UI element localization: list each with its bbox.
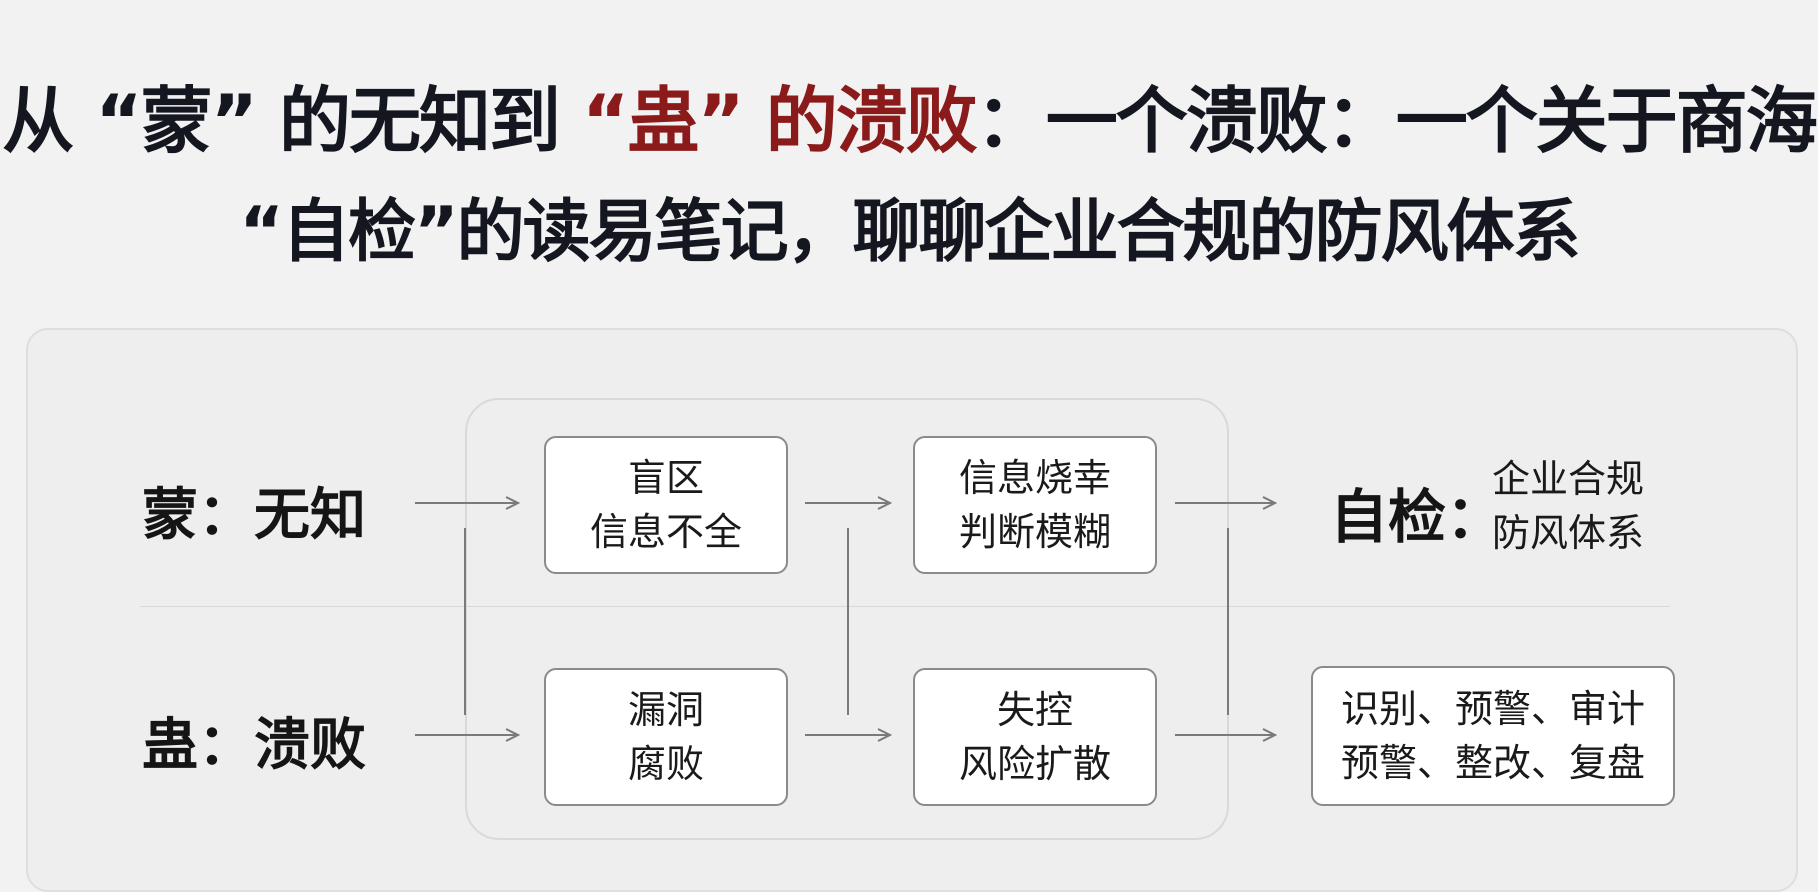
box-out-of-control: 失控 风险扩散	[913, 668, 1157, 806]
row-divider	[140, 606, 1670, 607]
box-line: 风险扩散	[958, 742, 1111, 786]
box-line: 失控	[996, 688, 1073, 732]
self-check-line: 防风体系	[1492, 511, 1645, 555]
title-highlight: “蛊” 的溃败	[582, 79, 978, 163]
box-line: 腐败	[627, 742, 704, 786]
title-part-3: ：一个溃败：一个关于商海	[975, 79, 1818, 163]
box-line: 漏洞	[627, 688, 704, 732]
row-label-gu: 蛊：溃败	[142, 713, 366, 778]
box-line: 识别、预警、审计	[1340, 687, 1645, 731]
box-remediation: 识别、预警、审计 预警、整改、复盘	[1311, 666, 1675, 806]
self-check-label: 自检：	[1330, 483, 1505, 551]
self-check-line: 企业合规	[1492, 457, 1645, 501]
box-line: 预警、整改、复盘	[1340, 741, 1645, 785]
page-title-line-1: 从 “蒙” 的无知到 “蛊” 的溃败：一个溃败：一个关于商海	[0, 62, 1818, 167]
box-blind-spot: 盲区 信息不全	[544, 436, 788, 574]
self-check-text: 企业合规 防风体系	[1492, 452, 1644, 560]
box-line: 判断模糊	[958, 510, 1111, 554]
box-line: 盲区	[627, 456, 704, 500]
box-loophole: 漏洞 腐败	[544, 668, 788, 806]
box-line: 信息不全	[589, 510, 742, 554]
title-part-1: 从 “蒙” 的无知到	[2, 79, 583, 163]
connector-lines	[415, 0, 1818, 864]
box-info-luck: 信息烧幸 判断模糊	[913, 436, 1157, 574]
row-label-meng: 蒙：无知	[142, 483, 366, 548]
box-line: 信息烧幸	[958, 456, 1111, 500]
page-title-line-2: “自检”的读易笔记，聊聊企业合规的防风体系	[239, 193, 1580, 272]
